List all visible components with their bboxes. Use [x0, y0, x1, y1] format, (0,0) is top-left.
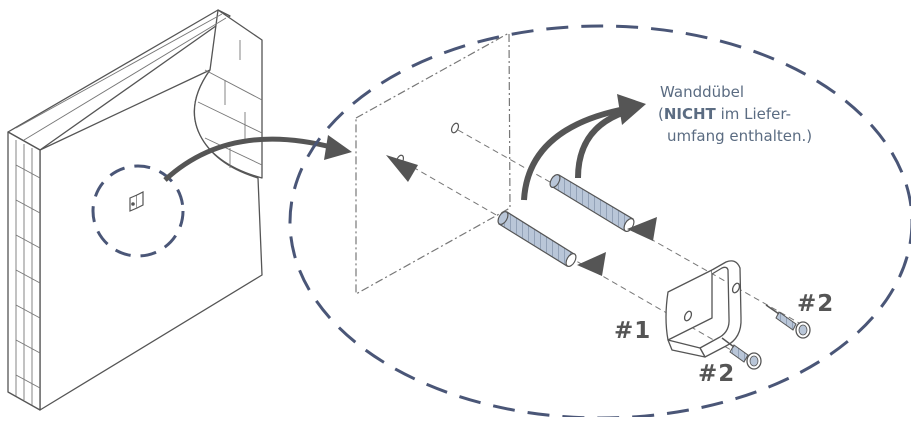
- callout-arrow-head: [617, 94, 646, 125]
- callout-line-2: (NICHT im Liefer-: [658, 104, 791, 124]
- bracket: [665, 260, 742, 358]
- callout-paren: (: [658, 105, 664, 123]
- screw-right: [765, 304, 811, 339]
- callout-title: Wanddübel: [660, 83, 745, 101]
- brick-lines: [15, 13, 263, 405]
- detail-ellipse: [288, 24, 911, 420]
- hole-top: [450, 122, 460, 134]
- callout-line-3: umfang enthalten.): [667, 127, 813, 145]
- label-part-2-bottom: #2: [698, 361, 736, 387]
- detail-circle-small: [91, 164, 185, 258]
- callout-arrow-1: [521, 107, 621, 201]
- callout-rest: im Liefer-: [715, 105, 791, 123]
- arrow-dowel-upper: [627, 217, 657, 241]
- callout-bold-word: NICHT: [663, 105, 716, 123]
- dowel-upper: [549, 174, 635, 232]
- small-bracket-icon: [129, 191, 144, 212]
- assembly-lines: [403, 129, 809, 359]
- callout-arrow-2: [575, 109, 627, 179]
- mounting-plane: [355, 31, 511, 296]
- dowel-lower: [497, 211, 577, 267]
- label-part-1: #1: [614, 318, 652, 344]
- zoom-arrow: [163, 136, 336, 182]
- insert-arrows: [386, 155, 657, 276]
- wall: [7, 9, 263, 411]
- arrow-plane-top: [386, 155, 418, 182]
- arrow-dowel-lower: [577, 252, 606, 276]
- screw-bottom: [721, 337, 762, 370]
- zoom-arrow-head: [324, 135, 352, 160]
- label-part-2-right: #2: [797, 291, 835, 317]
